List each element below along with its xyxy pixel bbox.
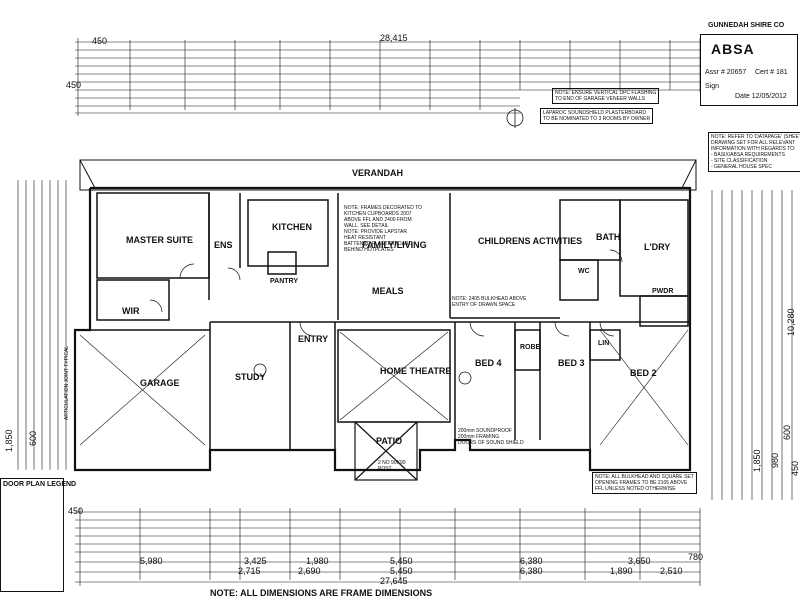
garage-note: ARTICULATION JOINT TYPICAL <box>64 345 70 420</box>
room-master-suite: MASTER SUITE <box>126 235 194 245</box>
absa-title: ABSA <box>711 41 755 57</box>
floor-plan-legend: DOOR PLAN LEGEND <box>0 478 76 592</box>
north-arrow-icon <box>253 108 524 385</box>
room-robe: ROBE <box>520 344 541 351</box>
laparoc-note: LAPAROC SOUNDSHIELD PLASTERBOARD TO BE N… <box>540 108 654 124</box>
dim-bottom-g: 780 <box>688 552 704 562</box>
dpc-note: NOTE: ENSURE VERTICAL DPC FLASHING TO EN… <box>552 88 660 104</box>
left-dimension-lines <box>17 180 67 470</box>
room-garage: GARAGE <box>140 378 180 388</box>
dim-right-10280: 10,280 <box>786 308 796 336</box>
room-linen: LIN <box>598 340 610 347</box>
bulkhead-note: NOTE: ALL BULKHEAD AND SQUARE SET OPENIN… <box>592 472 697 494</box>
room-ens: ENS <box>214 240 233 250</box>
dim-overall-top: 28,415 <box>380 33 408 43</box>
room-meals: MEALS <box>372 286 404 296</box>
room-bed-2: BED 2 <box>630 368 657 378</box>
dim-bottom-i: 2,690 <box>298 566 321 576</box>
room-kitchen: KITCHEN <box>272 222 312 232</box>
dim-right-600: 600 <box>782 424 792 440</box>
room-powder: PWDR <box>652 288 674 295</box>
absa-assessor: Assr # 20657 <box>705 69 747 76</box>
absa-cert: Cert # 181 <box>755 69 788 76</box>
door-swings <box>149 249 623 337</box>
room-verandah: VERANDAH <box>352 168 404 178</box>
family-note: NOTE: FRAMES DECORATED TO KITCHEN CUPBOA… <box>344 205 423 253</box>
room-entry: ENTRY <box>298 334 329 344</box>
patio-structure <box>354 421 418 481</box>
room-wir: WIR <box>122 306 140 316</box>
dim-bottom-c: 1,980 <box>306 556 329 566</box>
room-childrens-activities: CHILDRENS ACTIVITIES <box>478 236 583 246</box>
bulkhead-mid-note: NOTE: 2405 BULKHEAD ABOVE ENTRY OF DRAWN… <box>452 296 527 308</box>
room-family-living: FAMILY/LIVING <box>362 240 427 250</box>
room-bed-4: BED 4 <box>475 358 502 368</box>
datapage-note: NOTE: REFER TO 'DATAPAGE' (SHEET) DRAWIN… <box>708 132 800 172</box>
room-bed-3: BED 3 <box>558 358 585 368</box>
dim-left-1850: 1,850 <box>4 429 14 452</box>
dim-top-left: 450 <box>92 36 108 46</box>
top-dimension-lines <box>75 41 700 114</box>
top-dimension-ticks <box>77 38 701 116</box>
dim-bottom-e: 6,380 <box>520 556 543 566</box>
dim-right-980: 980 <box>770 452 780 468</box>
dim-bottom-m: 2,510 <box>660 566 683 576</box>
bottom-dimension-ticks <box>79 508 701 586</box>
room-home-theatre: HOME THEATRE <box>380 366 452 376</box>
internal-walls <box>80 192 690 450</box>
dim-overall-bottom: 27,645 <box>380 576 408 586</box>
room-pantry: PANTRY <box>270 278 298 285</box>
absa-stamp: ABSA Assr # 20657 Cert # 181 Sign Date 1… <box>700 34 798 106</box>
room-study: STUDY <box>235 372 266 382</box>
room-bath: BATH <box>596 232 621 242</box>
absa-date: Date 12/05/2012 <box>735 93 787 100</box>
dim-left-600: 600 <box>28 430 38 446</box>
council-name: GUNNEDAH SHIRE CO <box>708 22 785 29</box>
dim-bottom-d: 5,450 <box>390 556 413 566</box>
dim-left-450: 450 <box>68 506 84 516</box>
garage-roof-lines <box>79 329 689 446</box>
dim-bottom-j: 5,450 <box>390 566 413 576</box>
verandah-roof <box>79 159 697 191</box>
dim-mid-left: 450 <box>66 80 82 90</box>
dim-bottom-f: 3,650 <box>628 556 651 566</box>
external-walls <box>73 186 692 472</box>
right-dimension-lines <box>711 190 793 500</box>
dim-right-450: 450 <box>790 460 800 476</box>
bottom-dimension-lines <box>75 511 700 583</box>
room-wc: WC <box>578 268 590 275</box>
room-patio: PATIO <box>376 436 403 446</box>
dim-bottom-k: 6,380 <box>520 566 543 576</box>
dim-bottom-b: 3,425 <box>244 556 267 566</box>
dim-bottom-h: 2,715 <box>238 566 261 576</box>
dim-bottom-a: 5,980 <box>140 556 163 566</box>
theatre-note: 200mm SOUNDPROOF 200mm FRAMING DOORS OF … <box>458 428 524 446</box>
room-laundry: L'DRY <box>644 242 671 252</box>
legend-title: DOOR PLAN LEGEND <box>3 481 77 488</box>
dim-bottom-l: 1,890 <box>610 566 633 576</box>
footer-note: NOTE: ALL DIMENSIONS ARE FRAME DIMENSION… <box>210 588 433 598</box>
patio-note: 2 NO 90X90 POST <box>378 460 406 472</box>
dim-right-1850: 1,850 <box>752 449 762 472</box>
absa-sign: Sign <box>705 83 720 90</box>
